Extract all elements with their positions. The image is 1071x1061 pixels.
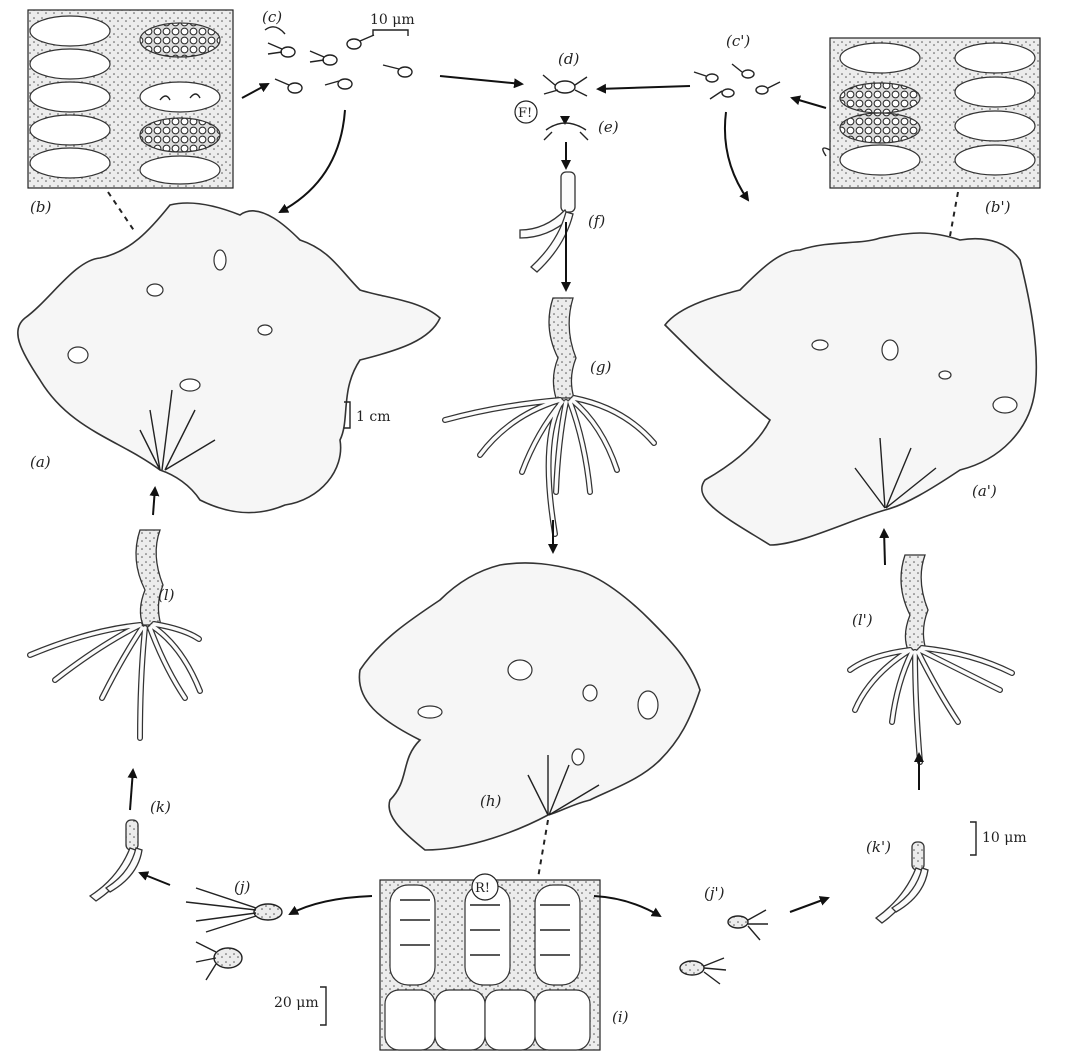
scale-bar-cell: 20 μm (274, 987, 326, 1025)
reduction-label: R! (475, 881, 490, 896)
germling-l-prime (850, 555, 1012, 762)
label-h: (h) (480, 792, 502, 810)
gametes-c-prime (694, 64, 780, 99)
cross-section-b (28, 10, 233, 188)
label-c-prime: (c') (726, 32, 750, 50)
germling-k (90, 820, 142, 901)
scale-1cm-label: 1 cm (356, 409, 390, 425)
thallus-h (359, 563, 700, 850)
cross-section-i (380, 880, 600, 1050)
label-l: (l) (158, 586, 175, 604)
scale-bar-1cm: 1 cm (344, 402, 390, 428)
fertilization-label: F! (518, 106, 532, 121)
label-i: (i) (612, 1008, 629, 1026)
reduction-marker: R! (472, 874, 498, 900)
germling-l (30, 530, 200, 738)
germling-g (445, 298, 654, 534)
label-k-prime: (k') (866, 838, 891, 856)
gametes-c (265, 27, 412, 93)
label-e: (e) (598, 118, 619, 136)
label-b: (b) (30, 198, 51, 216)
germling-e (544, 116, 588, 140)
scale-bar-top: 10 μm (370, 12, 415, 36)
scale-bar-right: 10 μm (970, 822, 1027, 855)
label-d: (d) (558, 50, 579, 68)
label-c: (c) (262, 8, 282, 26)
scale-cell-label: 20 μm (274, 995, 319, 1011)
scale-right-label: 10 μm (982, 830, 1027, 846)
label-a-prime: (a') (972, 482, 997, 500)
label-j: (j) (234, 878, 251, 896)
label-l-prime: (l') (852, 611, 873, 629)
cross-section-b-prime (823, 38, 1040, 188)
fertilization-marker: F! (515, 101, 537, 123)
scale-top-label: 10 μm (370, 12, 415, 28)
label-j-prime: (j') (704, 884, 725, 902)
zoospores-j (186, 888, 282, 980)
label-b-prime: (b') (985, 198, 1011, 216)
label-a: (a) (30, 453, 51, 471)
label-k: (k) (150, 798, 171, 816)
thallus-a (18, 203, 440, 513)
label-g: (g) (590, 358, 611, 376)
zoospores-j-prime (680, 910, 768, 984)
label-f: (f) (588, 212, 605, 230)
